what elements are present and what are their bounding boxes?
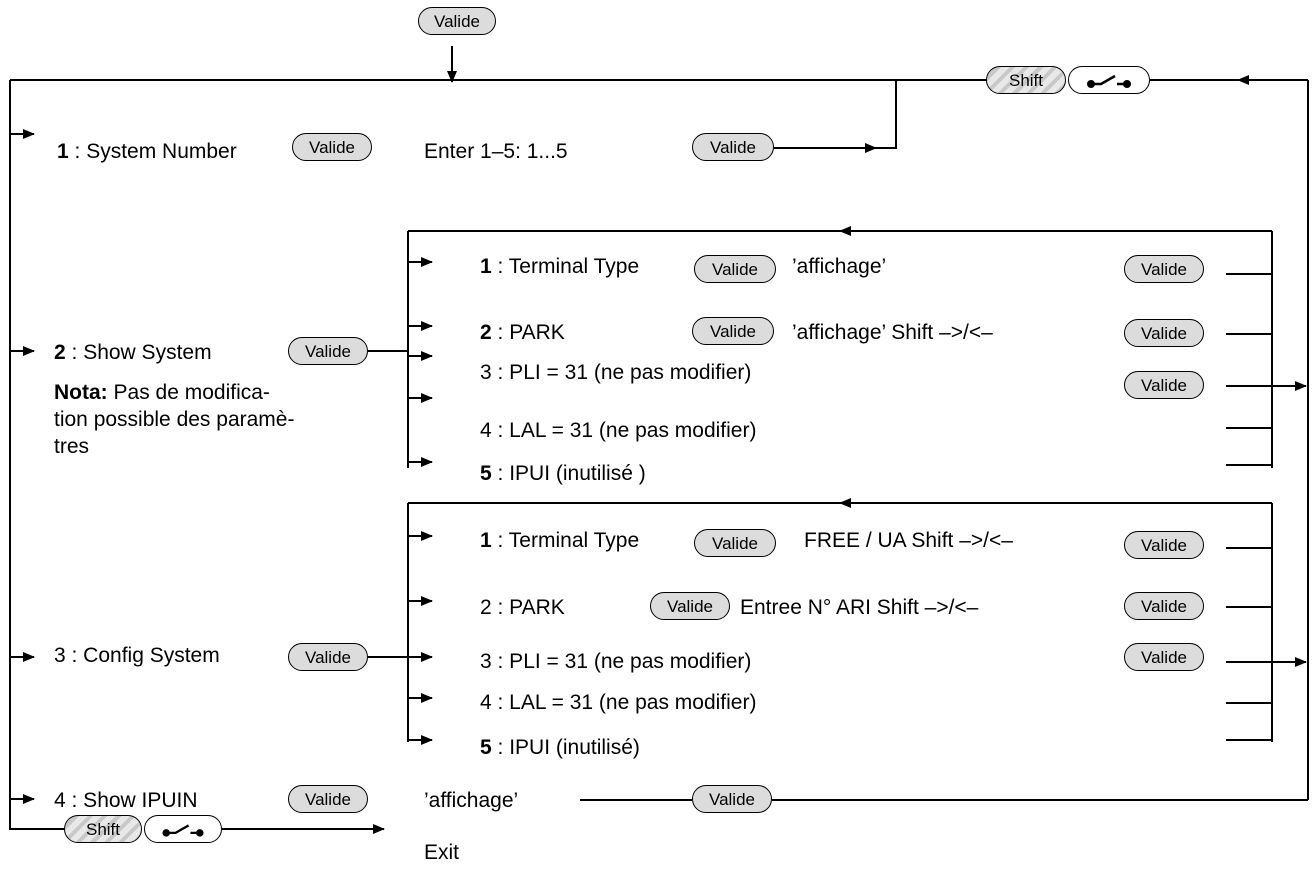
- cs-item-4-label: 4 : LAL = 31 (ne pas modifier): [480, 691, 757, 714]
- exit-label: Exit: [424, 841, 460, 864]
- top-onoff-key[interactable]: [1068, 66, 1150, 94]
- nota-line-2: tion possible des paramè-: [54, 408, 295, 431]
- ss-item-2-valide-key[interactable]: Valide: [692, 317, 774, 345]
- ss-item-2-confirm-key[interactable]: Valide: [1124, 319, 1204, 347]
- menu-4-valide-key[interactable]: Valide: [288, 785, 368, 813]
- ss-item-1-confirm-key[interactable]: Valide: [1124, 255, 1204, 283]
- ss-item-1-label: 1 : Terminal Type: [480, 255, 640, 278]
- menu-2-valide-key[interactable]: Valide: [288, 337, 368, 365]
- cs-item-3-label: 3 : PLI = 31 (ne pas modifier): [480, 650, 752, 673]
- ss-item-2-value: ’affichage’ Shift –>/<–: [792, 321, 993, 344]
- system-number-confirm-line: [774, 80, 897, 149]
- menu-3-valide-key[interactable]: Valide: [288, 643, 368, 671]
- nota-line-3: tres: [54, 435, 90, 458]
- on-off-switch-icon: [162, 823, 204, 837]
- cs-item-2-confirm-key[interactable]: Valide: [1124, 592, 1204, 620]
- nota-line-1: Nota: Pas de modifica-: [54, 381, 270, 404]
- top-shift-key[interactable]: Shift: [986, 66, 1066, 94]
- ss-item-3-confirm-key[interactable]: Valide: [1124, 371, 1204, 399]
- top-valide-key[interactable]: Valide: [418, 7, 496, 35]
- menu-3-label: 3 : Config System: [54, 644, 220, 667]
- cs-item-5-label: 5 : IPUI (inutilisé): [480, 736, 640, 759]
- cs-item-2-value: Entree N° ARI Shift –>/<–: [740, 596, 979, 619]
- menu-1-confirm-valide-key[interactable]: Valide: [692, 133, 774, 161]
- menu-4-label: 4 : Show IPUIN: [54, 789, 198, 812]
- cs-item-1-confirm-key[interactable]: Valide: [1124, 531, 1204, 559]
- ss-item-3-label: 3 : PLI = 31 (ne pas modifier): [480, 361, 752, 384]
- ss-item-4-label: 4 : LAL = 31 (ne pas modifier): [480, 419, 757, 442]
- menu-1-valide-key[interactable]: Valide: [292, 133, 372, 161]
- exit-onoff-key[interactable]: [144, 815, 222, 843]
- ss-item-2-label: 2 : PARK: [480, 321, 565, 344]
- ss-item-5-label: 5 : IPUI (inutilisé ): [480, 462, 646, 485]
- on-off-switch-icon: [1087, 74, 1131, 88]
- cs-item-3-confirm-key[interactable]: Valide: [1124, 643, 1204, 671]
- menu-1-label: 1 : System Number: [57, 140, 237, 163]
- cs-item-1-valide-key[interactable]: Valide: [694, 529, 776, 557]
- ss-item-1-value: ’affichage’: [792, 255, 887, 278]
- ss-item-1-valide-key[interactable]: Valide: [694, 255, 776, 283]
- exit-line-a: [9, 787, 64, 830]
- cs-item-1-label: 1 : Terminal Type: [480, 529, 640, 552]
- menu-2-label: 2 : Show System: [54, 341, 212, 364]
- menu-4-confirm-key[interactable]: Valide: [692, 785, 772, 813]
- cs-item-1-value: FREE / UA Shift –>/<–: [804, 529, 1013, 552]
- cs-item-2-valide-key[interactable]: Valide: [650, 592, 730, 620]
- exit-shift-key[interactable]: Shift: [64, 815, 142, 843]
- menu-1-entry-text: Enter 1–5: 1...5: [424, 140, 568, 163]
- menu-4-value: ’affichage’: [424, 789, 519, 812]
- cs-item-2-label: 2 : PARK: [480, 596, 565, 619]
